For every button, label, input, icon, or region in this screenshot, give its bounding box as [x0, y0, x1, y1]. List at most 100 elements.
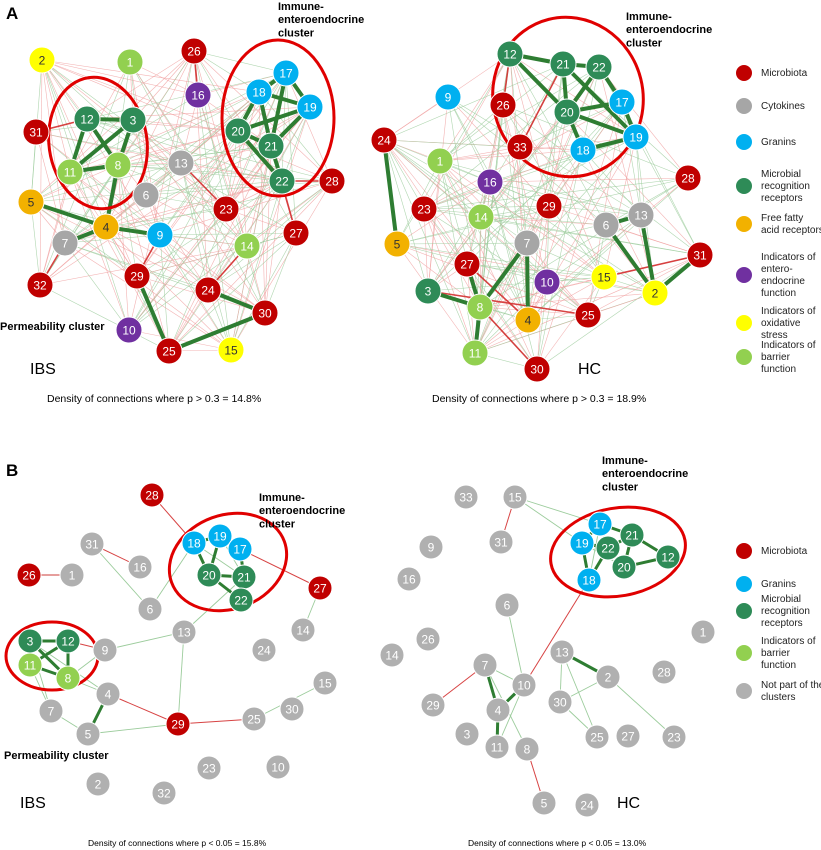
node-label: 22: [592, 61, 606, 75]
node-label: 4: [525, 314, 532, 328]
node-12: 12: [496, 40, 524, 68]
b-hc-group-label: HC: [617, 795, 640, 812]
weak-edge: [439, 160, 589, 316]
strong-edge: [561, 62, 638, 139]
node-label: 30: [285, 703, 299, 717]
node-circle: [426, 147, 454, 175]
node-label: 31: [29, 126, 43, 140]
weak-edge: [64, 234, 161, 244]
node-circle: [290, 617, 316, 643]
node-circle: [181, 530, 207, 556]
node-label: 25: [581, 309, 595, 323]
node-circle: [514, 736, 540, 762]
node-25: 25: [241, 706, 267, 732]
weak-edge: [526, 242, 605, 278]
weak-edge: [427, 149, 584, 292]
node-31: 31: [686, 241, 714, 269]
node-label: 30: [553, 696, 567, 710]
node-circle: [127, 554, 153, 580]
node-15: 15: [217, 336, 245, 364]
node-circle: [535, 192, 563, 220]
weak-edge: [383, 139, 528, 244]
weak-edge: [427, 216, 482, 292]
weak-edge: [230, 232, 297, 351]
node-circle: [146, 221, 174, 249]
node-circle: [415, 626, 441, 652]
weak-edge: [105, 208, 227, 228]
node-circle: [59, 562, 85, 588]
legend-label-microbiota: Microbiota: [761, 68, 808, 79]
node-circle: [224, 117, 252, 145]
strong-edge: [508, 52, 569, 114]
node-17: 17: [608, 88, 636, 116]
weak-edge: [69, 130, 239, 173]
node-circle: [28, 46, 56, 74]
node-18: 18: [569, 136, 597, 164]
node-label: 5: [28, 196, 35, 210]
node-label: 14: [385, 649, 399, 663]
node-circle: [92, 637, 118, 663]
node-label: 22: [234, 594, 248, 608]
negative-edge: [466, 263, 529, 321]
node-21: 21: [257, 132, 285, 160]
weak-edge: [474, 136, 637, 354]
node-circle: [547, 689, 573, 715]
node-7: 7: [38, 698, 64, 724]
node-circle: [513, 229, 541, 257]
node-label: 4: [495, 704, 502, 718]
node-19: 19: [569, 530, 595, 556]
node-label: 5: [394, 238, 401, 252]
node-circle: [251, 299, 279, 327]
node-label: 3: [27, 635, 34, 649]
node-circle: [434, 83, 462, 111]
node-label: 11: [491, 741, 504, 755]
node-10: 10: [533, 268, 561, 296]
b-ibs-group-label: IBS: [20, 795, 46, 812]
weak-edge: [41, 59, 260, 93]
node-label: 29: [426, 699, 440, 713]
node-12: 12: [73, 105, 101, 133]
node-18: 18: [576, 567, 602, 593]
legend-swatch-granins: [736, 576, 752, 592]
negative-edge: [239, 548, 321, 589]
node-13: 13: [171, 619, 197, 645]
node-circle: [95, 681, 121, 707]
node-label: 9: [157, 229, 164, 243]
node-circle: [180, 37, 208, 65]
node-circle: [17, 188, 45, 216]
node-label: 10: [540, 276, 554, 290]
weak-edge: [41, 59, 333, 182]
node-circle: [257, 132, 285, 160]
node-label: 15: [224, 344, 238, 358]
node-29: 29: [535, 192, 563, 220]
weak-edge: [527, 177, 689, 321]
node-label: 21: [625, 529, 639, 543]
node-19: 19: [296, 93, 324, 121]
node-2: 2: [641, 279, 669, 307]
node-24: 24: [574, 792, 600, 818]
weak-edge: [548, 205, 642, 216]
node-label: 24: [580, 799, 594, 813]
node-circle: [414, 277, 442, 305]
node-10: 10: [265, 754, 291, 780]
weak-edge: [489, 177, 689, 183]
panel-a-label: A: [6, 4, 18, 23]
node-label: 2: [39, 54, 46, 68]
weak-edge: [64, 164, 119, 244]
node-3: 3: [454, 721, 480, 747]
weak-edge: [587, 254, 701, 316]
node-label: 3: [130, 114, 137, 128]
node-circle: [608, 88, 636, 116]
weak-edge: [439, 160, 529, 321]
weak-edge: [502, 104, 689, 179]
weak-edge: [41, 59, 71, 173]
node-label: 10: [271, 761, 285, 775]
node-label: 13: [177, 626, 191, 640]
node-label: 25: [590, 731, 604, 745]
weak-edge: [41, 59, 232, 351]
node-label: 2: [652, 287, 659, 301]
node-circle: [207, 523, 233, 549]
weak-edge: [548, 205, 605, 278]
